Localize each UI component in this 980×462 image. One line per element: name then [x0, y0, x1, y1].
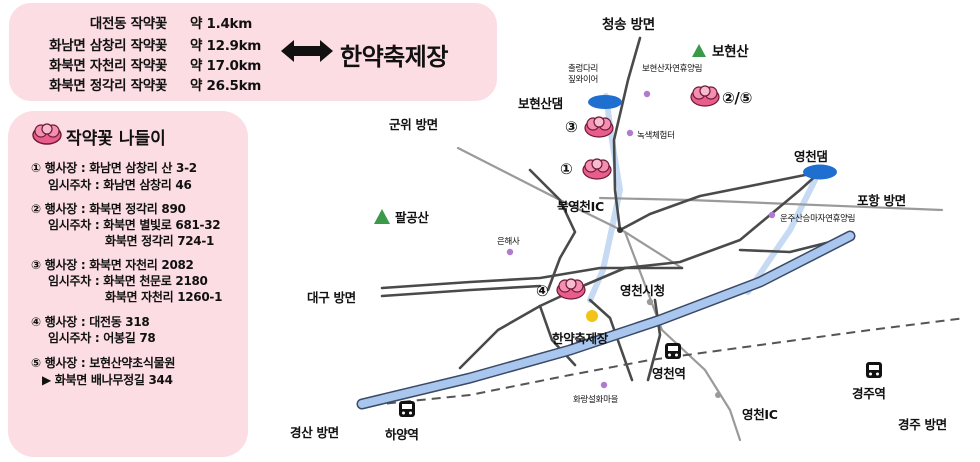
festival-title: 한약축제장 [340, 43, 448, 71]
distance-value: 약 12.9km [190, 38, 262, 54]
festival-dot [586, 310, 598, 322]
distance-panel: 대전동 작약꽃 약 1.4km 화남면 삼창리 작약꽃 약 12.9km 화북면… [9, 3, 497, 101]
event-line: 화북면 정각리 724-1 [105, 234, 215, 248]
peony-flower-icon [690, 85, 720, 107]
road [380, 284, 542, 298]
poi-dot [617, 227, 623, 233]
event-line: 임시주차 : 화남면 삼창리 46 [48, 178, 192, 192]
poi-dot [715, 392, 721, 398]
map-label-marker-4: ④ [536, 282, 549, 300]
events-panel [8, 111, 248, 457]
map-label-hayang-station: 하양역 [385, 427, 419, 442]
map-label-gyeongsan: 경산 방면 [290, 425, 339, 440]
poi-dot [626, 129, 634, 137]
road [660, 328, 742, 442]
peony-flower-icon [556, 278, 586, 300]
map-label-bohyeon-dam: 보현산댐 [518, 96, 563, 111]
distance-value: 약 1.4km [190, 16, 252, 32]
train-icon [866, 362, 882, 378]
poi-dot [646, 298, 654, 306]
road [618, 172, 812, 232]
map-label-pohang: 포항 방면 [857, 193, 906, 208]
map-label-yeongcheon-station: 영천역 [652, 366, 686, 381]
yeongcheon-dam-marker [803, 164, 837, 180]
event-line: ② 행사장 : 화북면 정각리 890 [31, 202, 186, 216]
peony-flower-icon [32, 123, 62, 145]
map-label-marker-1: ① [560, 160, 573, 178]
map-label-bohyeon-forest: 보현산자연휴양림 [642, 64, 703, 74]
map-label-bohyeonsan: 보현산 [712, 44, 749, 60]
map-label-jipwa: 짚와이어 [568, 75, 599, 85]
map-label-marker-2-5: ②/⑤ [722, 89, 752, 107]
map-label-bukyeongcheon-ic: 북영천IC [557, 199, 604, 214]
map-label-daegu: 대구 방면 [307, 290, 356, 305]
map-label-gyeongju: 경주 방면 [898, 417, 947, 432]
map-label-festival: 한약축제장 [552, 331, 609, 346]
map-label-unjusan: 운주산승마자연휴양림 [780, 214, 856, 224]
bohyeon-dam-marker [588, 95, 622, 109]
poi-dot [600, 381, 608, 389]
map-label-city-hall: 영천시청 [620, 283, 665, 298]
map-label-hwarang: 화랑설화마을 [573, 395, 619, 405]
road [538, 304, 577, 367]
event-line: 임시주차 : 화북면 천문로 2180 [48, 274, 208, 288]
poi-dot [506, 248, 514, 256]
road [623, 170, 822, 270]
map-label-cheongsong: 청송 방면 [602, 17, 655, 33]
event-line: ▶ 화북면 배나무정길 344 [42, 373, 173, 387]
distance-name: 화북면 자천리 작약꽃 [49, 58, 167, 74]
distance-name: 화남면 삼창리 작약꽃 [49, 38, 167, 54]
map-label-yeongcheon-dam: 영천댐 [794, 149, 828, 164]
distance-value: 약 26.5km [190, 78, 262, 94]
map-label-marker-3: ③ [565, 118, 578, 136]
road [738, 238, 840, 254]
event-line: ④ 행사장 : 대전동 318 [31, 315, 150, 329]
mountain-icon [692, 44, 706, 57]
event-line: ⑤ 행사장 : 보현산약초식물원 [31, 356, 176, 370]
road [588, 298, 634, 382]
event-line: ③ 행사장 : 화북면 자천리 2082 [31, 258, 194, 272]
poi-dot [768, 211, 776, 219]
double-arrow-icon [281, 40, 333, 62]
highway [358, 232, 854, 408]
peony-flower-icon [582, 158, 612, 180]
railway [371, 317, 966, 406]
event-line: 임시주차 : 화북면 별빛로 681-32 [48, 218, 221, 232]
distance-name: 대전동 작약꽃 [89, 16, 167, 32]
map-label-yeongcheon-ic: 영천IC [742, 407, 778, 422]
train-icon [665, 343, 681, 359]
mountain-icon [374, 209, 390, 224]
event-line: 화북면 자천리 1260-1 [105, 290, 223, 304]
road [646, 298, 662, 382]
road [456, 146, 684, 270]
map-label-gunwi: 군위 방면 [389, 117, 438, 132]
event-line: 임시주차 : 어봉길 78 [48, 331, 156, 345]
map-label-gyeongju-station: 경주역 [852, 386, 886, 401]
map-label-chulleong: 출렁다리 [568, 64, 599, 74]
road [528, 168, 577, 292]
events-title: 작약꽃 나들이 [66, 129, 166, 149]
distance-value: 약 17.0km [190, 58, 262, 74]
distance-name: 화북면 정각리 작약꽃 [49, 78, 167, 94]
event-line: ① 행사장 : 화남면 삼창리 산 3-2 [31, 161, 197, 175]
poi-dot [643, 90, 651, 98]
map-label-eunhaesa: 은해사 [497, 237, 520, 247]
road [612, 36, 642, 232]
peony-flower-icon [584, 116, 614, 138]
train-icon [399, 401, 415, 417]
map-label-nokse: 녹색체험터 [637, 131, 675, 141]
map-label-palgongsan: 팔공산 [395, 210, 429, 225]
